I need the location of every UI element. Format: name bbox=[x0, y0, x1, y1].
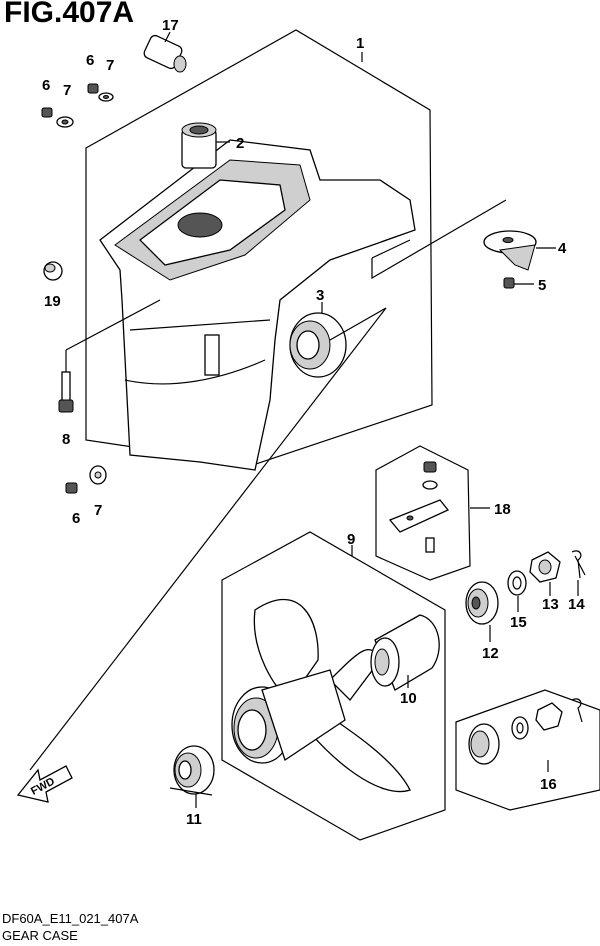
callout-7a: 7 bbox=[106, 57, 114, 74]
callout-13: 13 bbox=[542, 596, 559, 613]
callout-11: 11 bbox=[186, 811, 202, 828]
bolt-6-washer-7-upper bbox=[41, 83, 114, 128]
callout-14: 14 bbox=[568, 596, 585, 613]
nut-13 bbox=[529, 551, 561, 596]
bushing-2 bbox=[181, 122, 230, 169]
callout-6b: 6 bbox=[42, 77, 50, 94]
callout-4: 4 bbox=[558, 240, 567, 257]
group-16-outline bbox=[455, 689, 600, 811]
cotter-pin-14 bbox=[571, 550, 586, 596]
callout-1: 1 bbox=[356, 35, 364, 52]
diagram-code: DF60A_E11_021_407A bbox=[2, 911, 139, 926]
plug-17 bbox=[143, 31, 187, 73]
figure-title: FIG.407A bbox=[4, 0, 135, 29]
callout-3: 3 bbox=[316, 287, 324, 304]
stud-8 bbox=[58, 299, 161, 413]
bearing-3 bbox=[289, 302, 347, 378]
callout-10: 10 bbox=[400, 690, 417, 707]
diagram-name: GEAR CASE bbox=[2, 928, 78, 943]
group-18-outline bbox=[375, 445, 471, 581]
anode-leader-2 bbox=[371, 239, 411, 259]
part-18-components bbox=[388, 461, 490, 553]
callout-18: 18 bbox=[494, 501, 511, 518]
callout-5: 5 bbox=[538, 277, 546, 294]
callout-19: 19 bbox=[44, 293, 61, 310]
assembly-line-b bbox=[329, 307, 387, 341]
propeller-9 bbox=[231, 598, 411, 793]
gear-case-body bbox=[99, 139, 416, 471]
callout-8: 8 bbox=[62, 431, 70, 448]
bolt-6-washer-7-lower bbox=[65, 465, 107, 494]
spacer-19 bbox=[43, 261, 63, 281]
gear-case-group-outline bbox=[85, 29, 433, 466]
callout-12: 12 bbox=[482, 645, 499, 662]
thrust-spacer-11 bbox=[169, 745, 215, 808]
callout-6a: 6 bbox=[86, 52, 94, 69]
part-16-components bbox=[468, 698, 583, 772]
anode-4 bbox=[483, 230, 556, 271]
washer-15 bbox=[507, 570, 527, 612]
assembly-line-a bbox=[29, 307, 387, 771]
anode-leader bbox=[371, 199, 507, 280]
callout-16: 16 bbox=[540, 776, 557, 793]
callout-15: 15 bbox=[510, 614, 527, 631]
callout-6c: 6 bbox=[72, 510, 80, 527]
callout-7b: 7 bbox=[63, 82, 71, 99]
spacer-12 bbox=[465, 581, 499, 642]
callout-9: 9 bbox=[347, 531, 355, 548]
callout-7c: 7 bbox=[94, 502, 102, 519]
callout-17: 17 bbox=[162, 17, 179, 34]
callout-2: 2 bbox=[236, 135, 244, 152]
bolt-5 bbox=[503, 277, 534, 289]
fwd-arrow-icon: FWD bbox=[16, 765, 73, 803]
bushing-10 bbox=[370, 614, 440, 691]
propeller-group-outline bbox=[221, 531, 446, 841]
